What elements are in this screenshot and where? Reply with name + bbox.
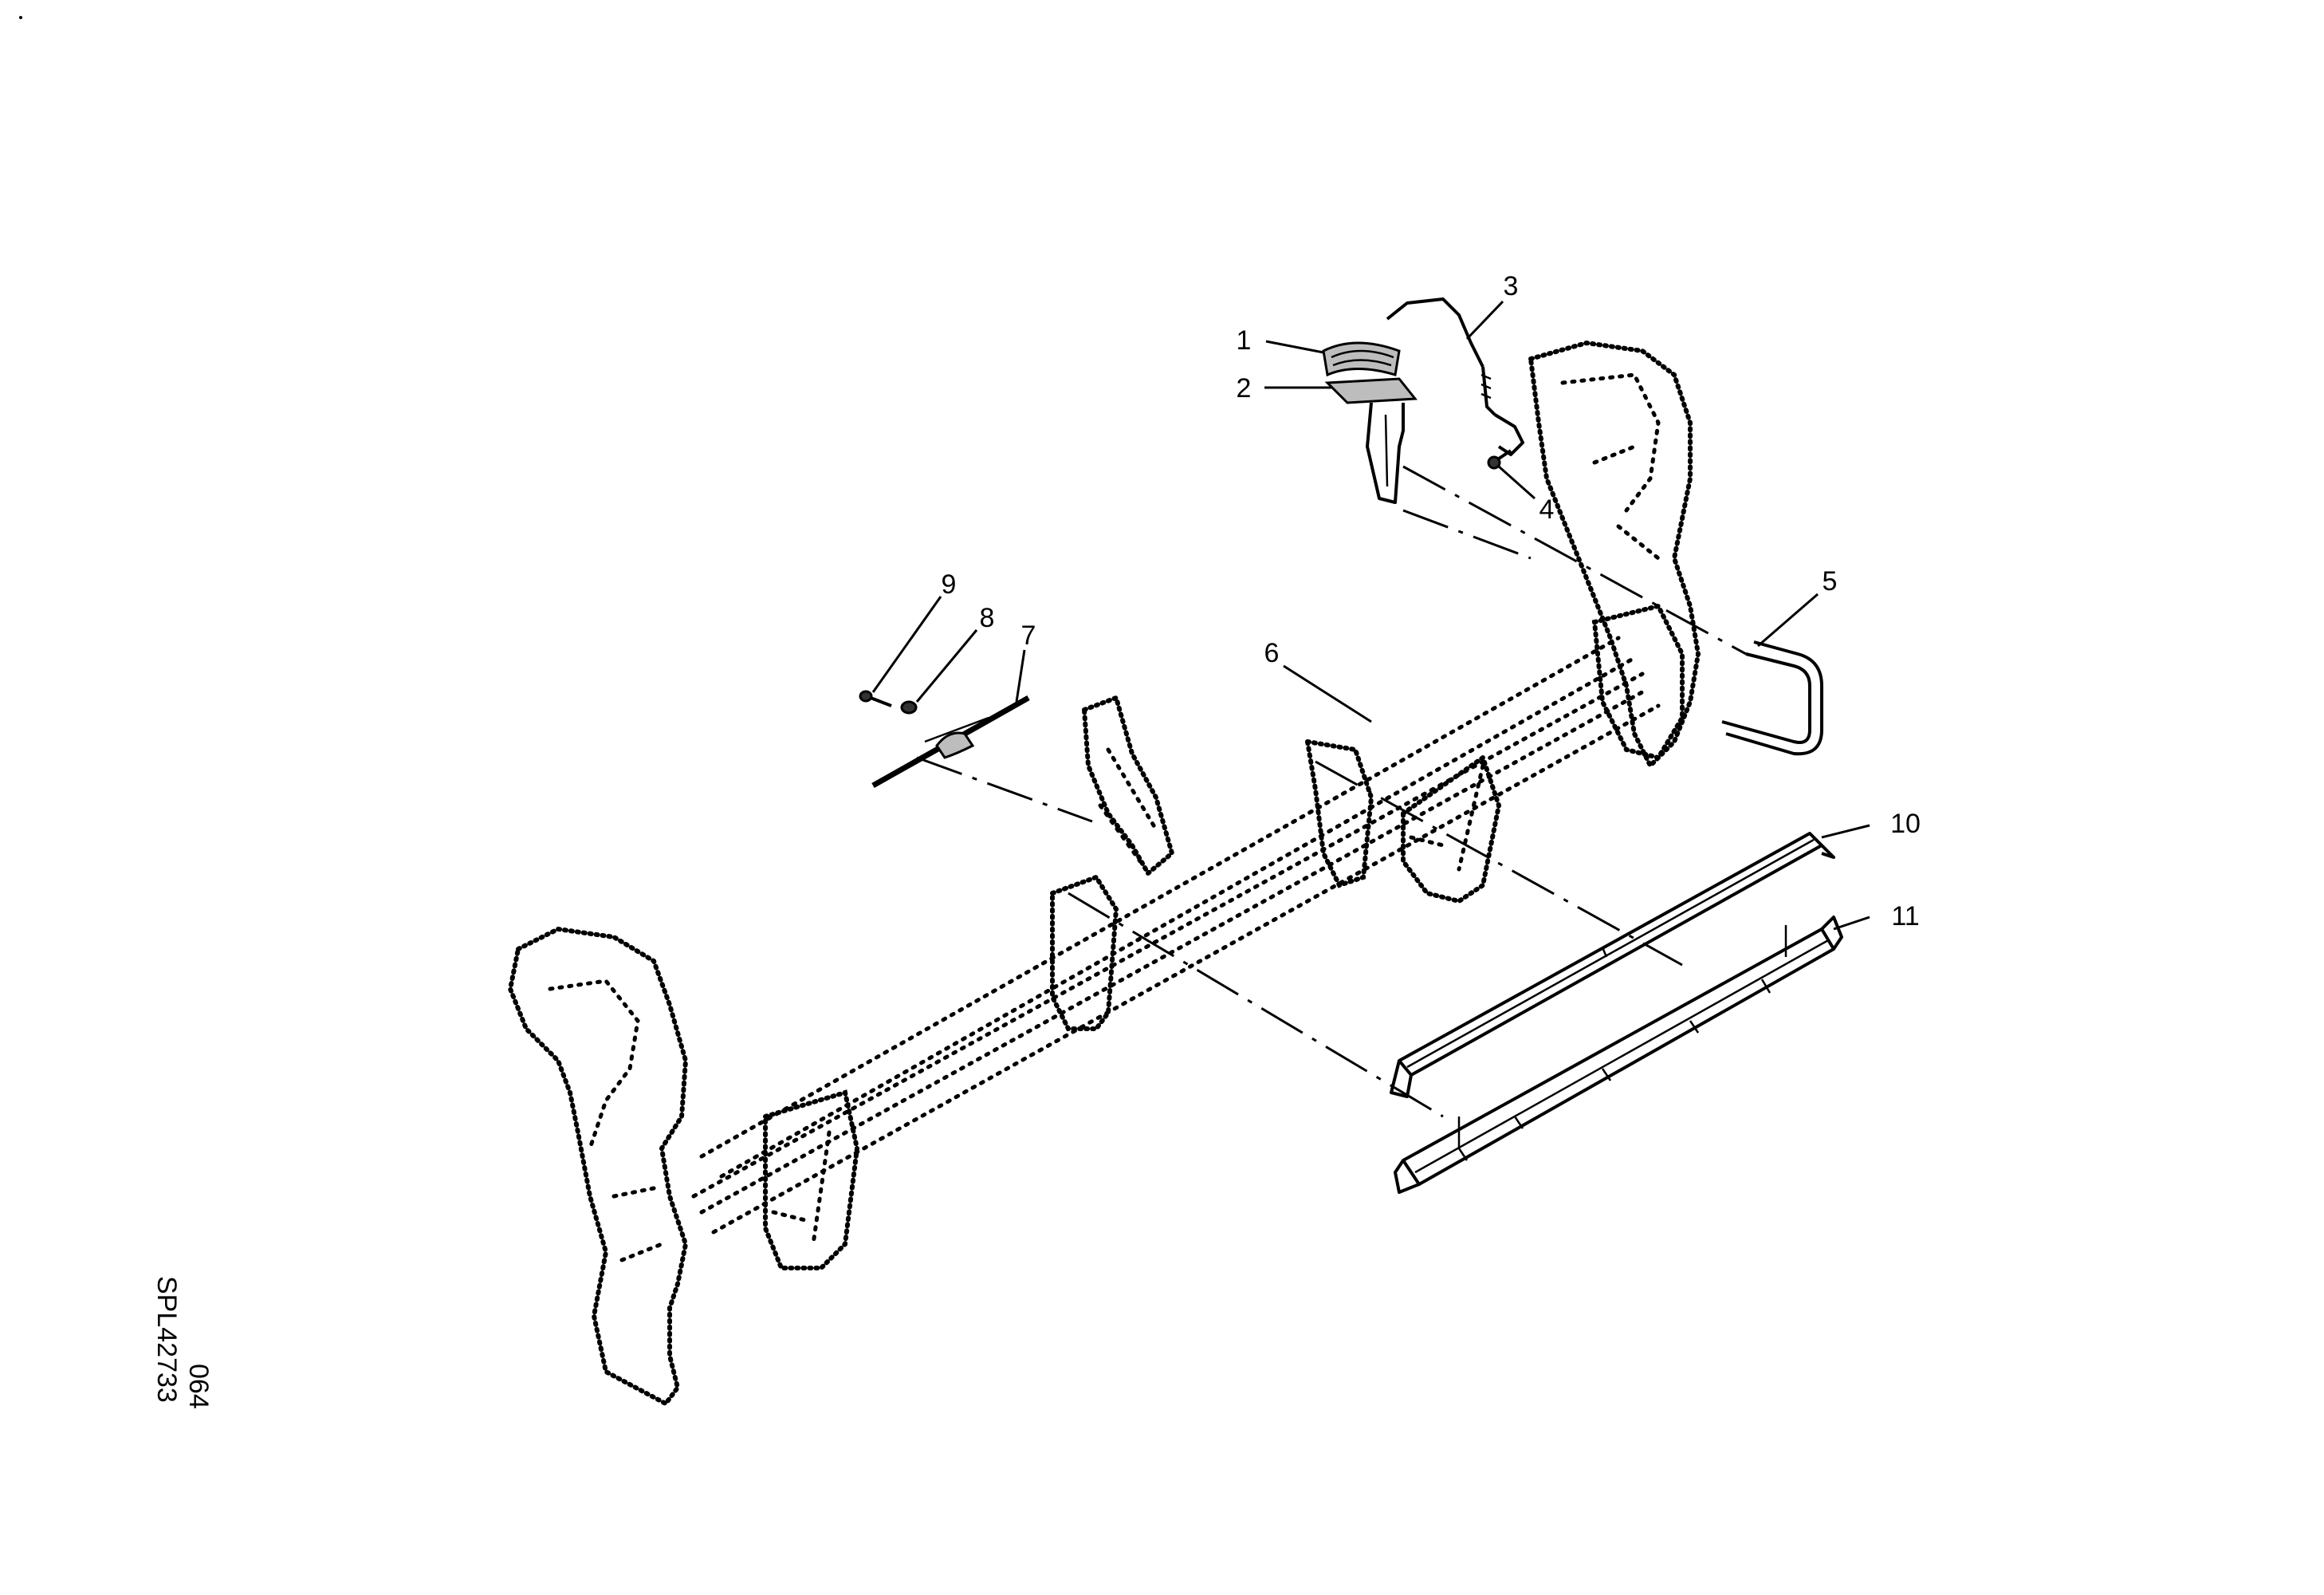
assembly-line-low (1068, 892, 1444, 1118)
callout-3: 3 (1504, 271, 1519, 301)
leader-lines (871, 300, 1870, 931)
callout-10: 10 (1890, 809, 1921, 839)
right-inner-bracket-detail (1409, 763, 1485, 872)
drawing-code-block: SPL42733 064 (151, 1276, 214, 1409)
leader-4 (1498, 465, 1536, 500)
callout-8: 8 (980, 603, 995, 633)
leader-11 (1833, 916, 1870, 931)
part-7-rod (871, 695, 1030, 789)
callout-2: 2 (1237, 373, 1252, 404)
callout-6: 6 (1264, 638, 1280, 668)
center-support-bracket (1050, 874, 1119, 1031)
callout-9: 9 (942, 569, 957, 600)
right-side-plate-base (1591, 603, 1685, 761)
left-side-plate (507, 926, 689, 1407)
left-side-plate-detail (548, 979, 664, 1262)
leader-5 (1757, 593, 1819, 648)
part-10-channel-rail (1390, 832, 1835, 1098)
right-inner-bracket (1401, 754, 1502, 904)
corner-dot (19, 16, 22, 19)
right-side-plate-detail (1560, 372, 1661, 561)
callout-11: 11 (1891, 901, 1919, 931)
part-11-channel-rail (1394, 916, 1843, 1194)
callout-labels: 1 2 3 4 5 6 7 8 9 10 11 (942, 271, 1921, 931)
part-8-washer (900, 700, 918, 715)
left-lower-bracket-detail (771, 1130, 832, 1246)
part-9-bolt (859, 690, 892, 707)
left-lower-bracket (763, 1089, 860, 1270)
assembly-line-rod (916, 756, 1093, 823)
leader-7 (1015, 649, 1026, 703)
assembly-line-mid (1315, 760, 1683, 967)
cross-beam-upper (691, 636, 1645, 1199)
middle-bracket (1304, 738, 1374, 888)
callout-1: 1 (1237, 325, 1252, 356)
cross-beam-lower (699, 687, 1661, 1235)
ghost-frame (507, 340, 1701, 1407)
callout-7: 7 (1021, 620, 1036, 651)
center-upper-tower-detail (1098, 747, 1158, 864)
leader-10 (1821, 824, 1870, 839)
leader-9 (871, 596, 942, 693)
leader-8 (915, 629, 978, 703)
callout-5: 5 (1823, 566, 1838, 597)
assembly-line-upper-2 (1402, 509, 1532, 560)
center-upper-tower (1081, 695, 1175, 877)
assembly-lines (916, 465, 1747, 1118)
part-2-bracket (1324, 377, 1418, 504)
callout-4: 4 (1540, 494, 1555, 525)
part-1-cover-plate (1322, 341, 1401, 377)
drawing-code: SPL42733 (151, 1276, 182, 1403)
leader-3 (1465, 300, 1504, 341)
part-5-u-bolt (1721, 640, 1823, 756)
drawing-sheet: 064 (183, 1364, 214, 1409)
leader-1 (1265, 340, 1324, 354)
part-4-pin (1487, 449, 1512, 470)
leader-6 (1283, 664, 1372, 723)
assembly-line-upper (1402, 465, 1747, 656)
part-3-cable (1386, 297, 1524, 456)
